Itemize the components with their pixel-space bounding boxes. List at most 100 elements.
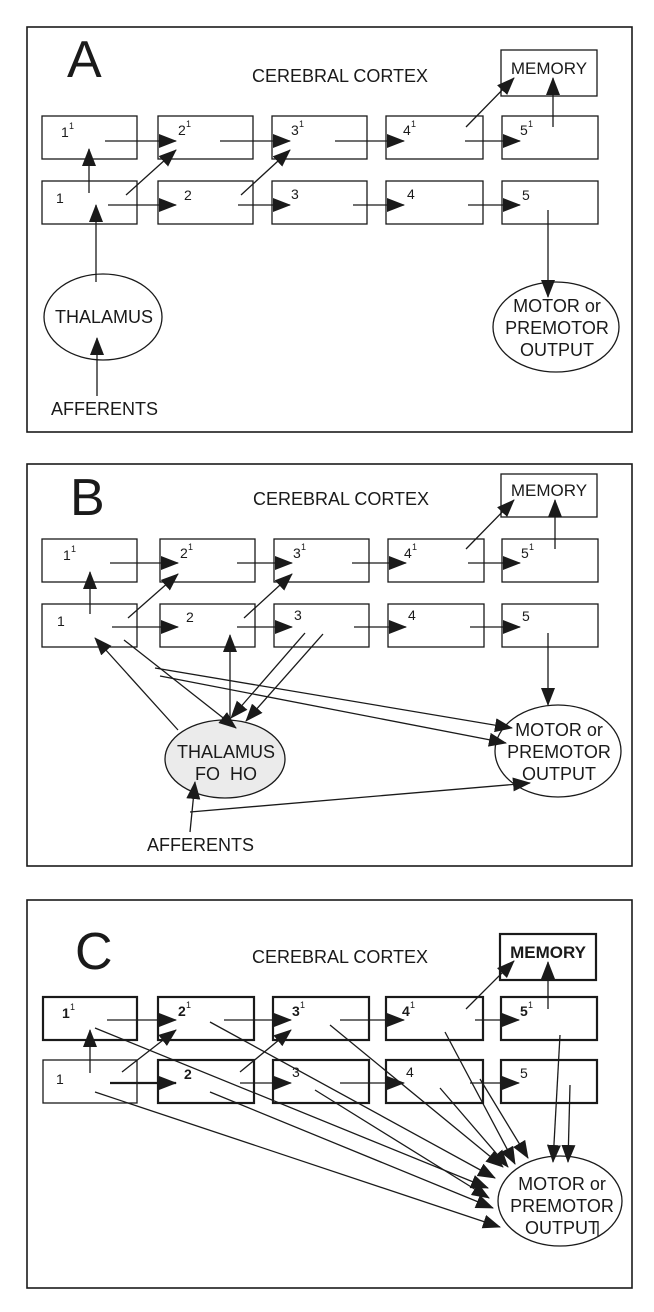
cortex-node-2 [156,1058,256,1105]
cortex-node-5-prime [501,538,599,583]
node-label-3-prime: 3 [292,1003,300,1019]
cortex-node-2-prime [156,995,256,1042]
memory-box [500,473,598,518]
node-label-1: 1 [56,1071,64,1087]
panel-b [26,463,633,867]
panel-letter: C [75,923,113,981]
output-label-line-1: MOTOR or [513,296,601,316]
cortex-node-5-prime [501,115,599,160]
node-label-2: 2 [184,187,192,203]
cortex-node-5-prime [499,995,599,1042]
panel-letter: B [70,469,105,527]
cortex-node-3 [271,180,368,225]
thalamus-label: THALAMUS [55,307,153,327]
cortex-node-3-prime [271,115,368,160]
node-label-4: 4 [408,607,416,623]
connection-arrows [83,499,562,833]
node-sup-1-prime: 1 [69,121,74,131]
output-label-line-3: OUTPUT [522,764,596,784]
cortex-node-4 [385,180,484,225]
afferents-label: AFFERENTS [51,399,158,419]
memory-label: MEMORY [511,59,587,78]
node-sup-5-prime: 1 [529,542,534,552]
node-label-2-prime: 2 [180,545,188,561]
node-label-5-prime: 5 [520,122,528,138]
node-label-5-prime: 5 [521,545,529,561]
node-label-1: 1 [56,190,64,206]
cortex-node-3-prime [271,995,371,1042]
node-label-4-prime: 4 [404,545,412,561]
node-label-2-prime: 2 [178,122,186,138]
cortex-node-2 [159,603,256,648]
panel-b-frame [26,463,633,867]
node-sup-2-prime: 1 [186,119,191,129]
output-label-line-2: PREMOTOR [507,742,611,762]
memory-label: MEMORY [511,481,587,500]
node-sup-1-prime: 1 [71,544,76,554]
node-label-4: 4 [407,186,415,202]
cortex-node-5 [501,603,599,648]
cortex-node-4-prime [385,115,484,160]
node-label-1-prime: 1 [61,124,69,140]
node-label-2: 2 [186,609,194,625]
output-ellipse [494,704,622,798]
thalamus-nuclei-label: FO HO [195,764,257,784]
cortex-node-4 [387,603,485,648]
cortex-node-4 [384,1058,485,1105]
afferents-label: AFFERENTS [147,835,254,855]
node-label-1-prime: 1 [62,1005,70,1021]
cortex-node-3 [271,1058,371,1105]
node-sup-5-prime: 1 [528,1000,533,1010]
node-label-3: 3 [291,186,299,202]
connection-arrows [82,77,560,396]
panel-a-frame [26,26,633,433]
node-label-3: 3 [294,607,302,623]
node-sup-5-prime: 1 [528,119,533,129]
node-sup-2-prime: 1 [188,542,193,552]
node-sup-4-prime: 1 [410,1000,415,1010]
connection-arrows [83,960,576,1229]
panel-c [26,899,633,1289]
output-label-line-1: MOTOR or [518,1174,606,1194]
node-label-1-prime: 1 [63,547,71,563]
output-ellipse [492,281,620,373]
node-label-3: 3 [292,1064,300,1080]
node-label-2: 2 [184,1066,192,1082]
output-label-line-2: PREMOTOR [505,318,609,338]
node-sup-2-prime: 1 [186,1000,191,1010]
cortex-node-3 [273,603,370,648]
node-sup-3-prime: 1 [301,542,306,552]
memory-label: MEMORY [510,943,587,962]
node-label-4: 4 [406,1064,414,1080]
cortex-node-5 [499,1058,599,1105]
node-sup-1-prime: 1 [70,1002,75,1012]
output-label-line-3: OUTPUT [525,1218,599,1238]
node-sup-4-prime: 1 [412,542,417,552]
cortex-title: CEREBRAL CORTEX [253,489,429,509]
output-label-line-1: MOTOR or [515,720,603,740]
node-label-5: 5 [520,1065,528,1081]
cortex-node-2 [157,180,254,225]
node-label-4-prime: 4 [403,122,411,138]
panel-c-frame [26,899,633,1289]
node-label-5: 5 [522,608,530,624]
cortex-node-3-prime [273,538,370,583]
panel-letter: A [67,31,102,89]
node-label-5-prime: 5 [520,1003,528,1019]
cortex-node-4-prime [384,995,485,1042]
output-label-line-3: OUTPUT [520,340,594,360]
cortex-title: CEREBRAL CORTEX [252,66,428,86]
node-label-2-prime: 2 [178,1003,186,1019]
node-label-1: 1 [57,613,65,629]
cortex-node-5 [501,180,599,225]
node-label-3-prime: 3 [291,122,299,138]
node-label-3-prime: 3 [293,545,301,561]
thalamus-label: THALAMUS [177,742,275,762]
cortex-node-2-prime [159,538,256,583]
memory-box [500,49,598,97]
cortex-node-2-prime [157,115,254,160]
panel-a [26,26,633,433]
node-sup-4-prime: 1 [411,119,416,129]
cortex-node-4-prime [387,538,485,583]
